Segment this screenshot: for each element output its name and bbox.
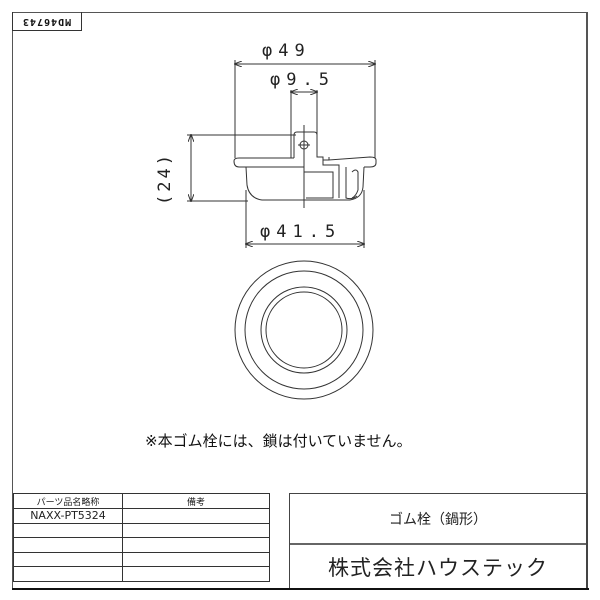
- side-view: [187, 60, 377, 248]
- parts-table-header: パーツ品名略称 備考: [13, 493, 270, 509]
- dim-bottom-diameter: φ41.5: [260, 222, 342, 242]
- table-row: [13, 551, 270, 567]
- header-remarks: 備考: [122, 493, 270, 509]
- title-block: ゴム栓（鍋形） 株式会社ハウステック: [289, 493, 588, 589]
- part-remarks: [122, 522, 270, 538]
- drawing-frame: [12, 12, 588, 589]
- part-remarks: [122, 537, 270, 553]
- part-code: [13, 551, 123, 567]
- part-remarks: [122, 566, 270, 582]
- dim-stem-diameter: φ9.5: [270, 70, 335, 90]
- part-code: [13, 537, 123, 553]
- table-row: [13, 566, 270, 582]
- table-row: NAXX-PT5324: [13, 508, 270, 524]
- dim-outer-diameter: φ49: [262, 41, 311, 61]
- part-remarks: [122, 551, 270, 567]
- part-code: [13, 522, 123, 538]
- bottom-border: [12, 588, 589, 590]
- dim-height: (24): [155, 152, 175, 205]
- table-row: [13, 537, 270, 553]
- product-name: ゴム栓（鍋形）: [290, 494, 586, 545]
- drawing-code-box: MD46743: [12, 12, 82, 31]
- part-code: NAXX-PT5324: [13, 508, 123, 524]
- part-code: [13, 566, 123, 582]
- parts-table: パーツ品名略称 備考 NAXX-PT5324: [13, 493, 270, 582]
- company-name: 株式会社ハウステック: [328, 556, 548, 580]
- top-view: [234, 260, 374, 400]
- table-row: [13, 522, 270, 538]
- header-part-name: パーツ品名略称: [13, 493, 123, 509]
- chain-note: ※本ゴム栓には、鎖は付いていません。: [145, 432, 412, 450]
- part-remarks: [122, 508, 270, 524]
